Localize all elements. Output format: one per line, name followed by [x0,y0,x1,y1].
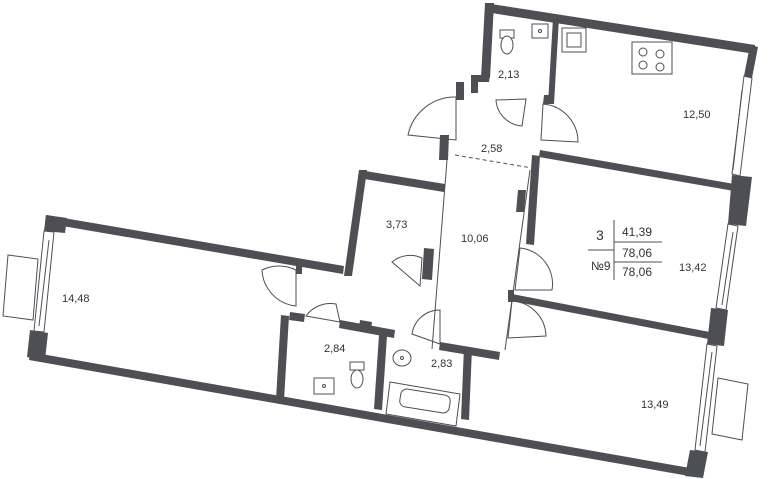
wall-right-top-segment [744,45,758,78]
wall-top [485,3,755,54]
door-bath-left [305,303,341,323]
toilet-left-bowl [350,369,364,389]
wall-bath-top [289,312,305,322]
wall-living-left [44,215,67,233]
wall-bottom [29,352,690,476]
stove-burner-4 [655,62,665,72]
wall-wc-kitchen [548,18,559,104]
wall-bath2-top [439,342,500,360]
corridor-left-line [431,159,448,350]
room-area-storage: 3,73 [386,219,407,231]
wall-storage-top [358,170,445,192]
wall-storage-right [422,248,434,280]
room-area-bedroom-bottom: 13,49 [641,399,669,411]
wall-hall-bottom [359,320,372,330]
wall-hall-left [439,135,449,160]
wall-bedroom-divider [511,294,720,341]
wall-storage-left [344,170,367,276]
kitchen-stove [631,41,673,75]
rooms-count: 3 [596,227,604,243]
apartment-label: №9 [591,259,611,273]
room-labels: 2,13 12,50 2,58 3,73 10,06 13,42 14,48 2… [62,69,711,411]
wall-divider-stub [508,290,514,302]
balcony-left [2,254,39,321]
door-storage [391,254,423,288]
thin-lines [431,154,533,351]
wall-right-upper-pier [728,175,752,226]
door-wc [495,98,527,127]
stove-burner-3 [638,60,648,70]
toilet-top-bowl [500,35,514,55]
stove-burner-1 [638,47,648,57]
door-living [261,265,297,307]
wall-bath-right [461,347,472,420]
room-area-wc-top: 2,13 [498,69,519,81]
wall-bath-mid [374,335,387,410]
wall-kitchen-bedroom [539,150,740,192]
wall-hall-top-post [456,82,464,100]
wall-bath-left [276,315,289,400]
wall-wc-left-post [471,75,478,93]
room-area-corridor: 10,06 [461,233,489,245]
bathtub-inner [399,388,451,414]
room-area-bathroom-right: 2,83 [431,358,452,370]
kitchen-sink-inner [566,32,582,48]
room-area-living-left: 14,48 [62,293,90,305]
door-bedroom-bottom [507,300,547,339]
corridor-right-line [504,169,531,351]
balcony-right [711,377,749,441]
room-area-kitchen: 12,50 [683,109,711,121]
total-area: 78,06 [622,246,652,260]
toilet-left-tank [349,361,365,371]
door-hall-left [407,96,457,141]
window-bedroom-right-line [721,231,734,306]
window-kitchen-line [732,89,743,171]
apartment-info: 3 №9 41,39 78,06 78,06 [588,220,662,280]
windows [2,75,753,453]
room-area-bathroom-left: 2,84 [324,343,345,355]
window-bedroom-bottom-line [699,351,713,447]
wall-living-door-stub [296,262,302,274]
door-hall-right [540,103,579,143]
window-living-line [38,239,50,327]
wall-bedroom-right-left-top [516,190,526,212]
living-area: 41,39 [622,225,652,239]
fixtures [313,23,673,427]
window-bedroom-right [715,223,739,311]
stove-burner-2 [655,49,665,59]
door-bedroom-right [514,247,554,291]
doors [261,96,579,345]
wall-kitchen-left-lower [543,95,550,104]
total-area-2: 78,06 [622,265,652,279]
room-area-hall-top: 2,58 [481,143,502,155]
walls [27,3,758,478]
hall-divider-dashed [454,154,533,169]
door-bath-right [411,309,441,345]
room-area-bedroom-right: 13,42 [679,262,707,274]
bath-left-sink-drain [322,384,326,388]
wall-bedroom-right-left [526,155,540,245]
wall-living-top [45,215,344,274]
sink-top-drain [538,29,542,33]
wall-top-left-stub [481,3,494,78]
wall-right-lower-pier [685,450,708,478]
bath-right-sink-drain [400,356,404,360]
